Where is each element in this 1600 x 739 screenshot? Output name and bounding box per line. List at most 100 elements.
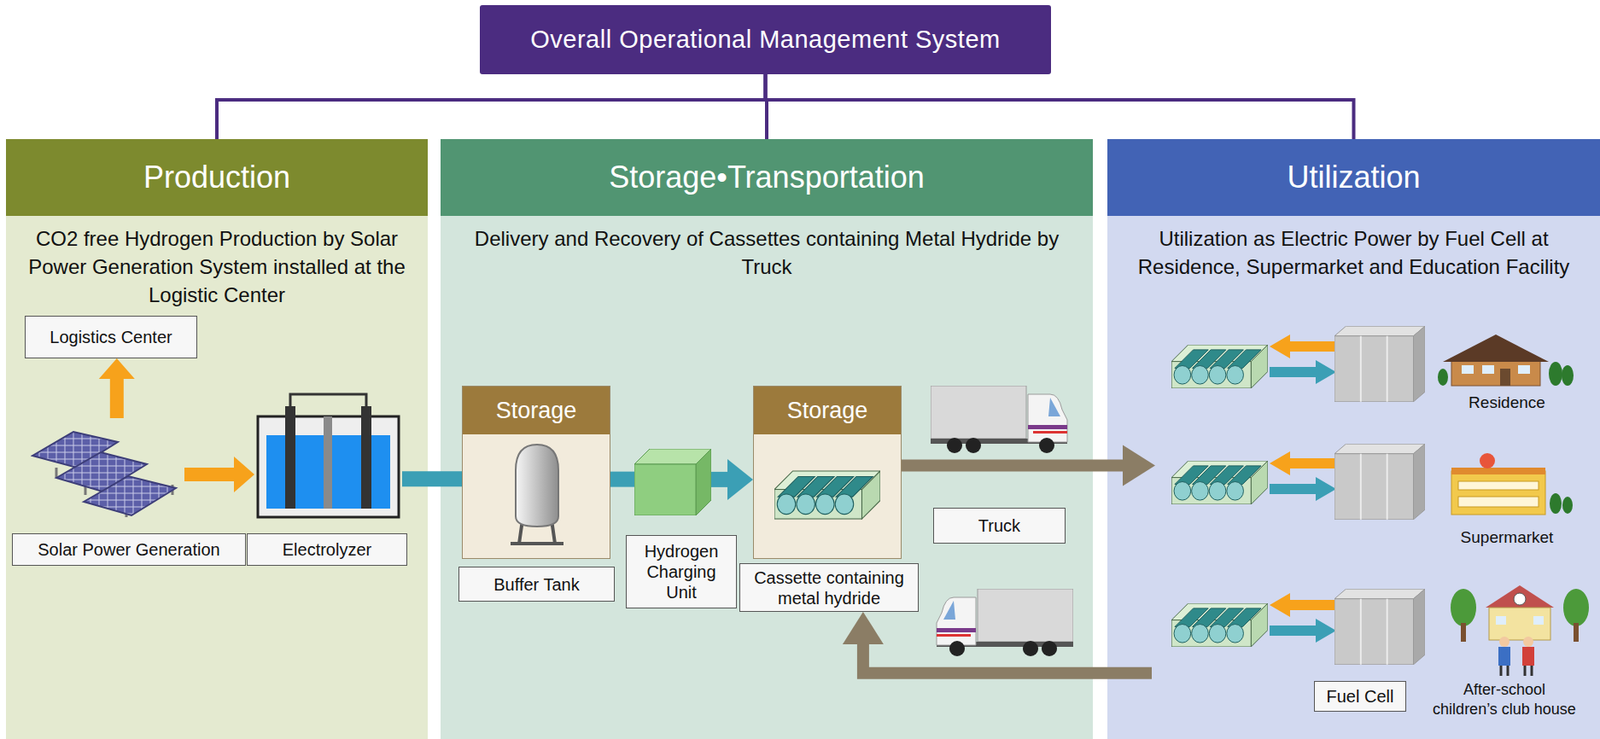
solar-node: Solar Power Generation [11, 408, 246, 567]
arrow-head [233, 456, 255, 493]
illustration-part [1442, 334, 1549, 363]
illustration-part [1461, 365, 1474, 374]
illustration-part [1334, 589, 1425, 666]
illustration-part [936, 589, 1074, 657]
illustration-part [1562, 496, 1573, 514]
storage-box: Storage [461, 385, 611, 560]
label-box: Cassette containing metal hydride [739, 563, 919, 613]
illustration-part [1563, 589, 1589, 627]
illustration-part [1171, 461, 1268, 505]
illustration-part [1523, 636, 1534, 648]
illustration-part [1450, 589, 1477, 627]
connector-line [765, 74, 1355, 140]
utilization-row [1171, 326, 1425, 666]
residence-picture [1437, 334, 1574, 386]
box-label: Logistics Center [44, 324, 177, 351]
picture-label: Hydrogen Charging Unit [625, 535, 737, 609]
illustration-part [1437, 368, 1449, 386]
illustration-part [1522, 647, 1535, 666]
connector [842, 612, 1152, 674]
illustration-part [1548, 362, 1563, 386]
connector [402, 478, 462, 480]
connector [901, 444, 1156, 486]
connector [610, 478, 635, 480]
connector-line [402, 471, 462, 487]
label-box: Buffer Tank [458, 566, 615, 602]
clubhouse-picture [1450, 585, 1589, 677]
illustration-part [1561, 365, 1574, 386]
truck-picture [936, 589, 1074, 657]
illustration-part [1533, 616, 1544, 625]
illustration-part [361, 406, 372, 509]
label-box: Fuel Cell [1313, 681, 1407, 713]
illustration-part [83, 476, 176, 516]
management-title: Overall Operational Management System [530, 25, 1000, 54]
illustration-part [1495, 616, 1507, 625]
illustration-part [1269, 451, 1337, 502]
connector [711, 459, 754, 501]
illustration-part [1460, 623, 1466, 643]
illustration-part [930, 385, 1068, 454]
connector-line [901, 459, 1124, 472]
illustration-part [323, 416, 333, 509]
illustration-part [1479, 453, 1495, 469]
buffer-tank-picture [462, 434, 610, 559]
illustration-part [1269, 593, 1337, 643]
illustration-part [1498, 647, 1511, 666]
illustration-part [1524, 665, 1532, 677]
illustration-part [1171, 603, 1268, 648]
panel-description: CO2 free Hydrogen Production by Solar Po… [5, 224, 428, 310]
electrolyzer-picture [254, 391, 403, 521]
panel-heading: Storage•Transportation [440, 139, 1093, 217]
illustration-part [1334, 326, 1425, 403]
arrow-head [842, 612, 884, 645]
connector-line [610, 472, 635, 488]
connector-line [110, 378, 124, 419]
illustration-part [1518, 365, 1530, 374]
panel-description: Utilization as Electric Power by Fuel Ce… [1107, 224, 1600, 281]
charging-unit-node: Hydrogen Charging Unit [625, 443, 737, 619]
box-label: Cassette containing metal hydride [740, 565, 918, 612]
illustration-part [1489, 607, 1551, 641]
connector [765, 74, 1355, 140]
panel-description: Delivery and Recovery of Cassettes conta… [440, 224, 1093, 281]
management-box: Overall Operational Management System [479, 5, 1052, 75]
illustration-part [695, 449, 712, 516]
supermarket-picture [1451, 453, 1573, 515]
picture-label: Electrolyzer [246, 533, 408, 567]
arrow-head [99, 358, 135, 380]
arrow-head [1122, 444, 1156, 486]
illustration-part [1451, 471, 1546, 515]
label-box: Truck [933, 508, 1066, 544]
panel-heading: Production [5, 139, 428, 217]
illustration-part [1269, 334, 1337, 385]
connector [216, 74, 766, 140]
panel-heading: Utilization [1107, 139, 1600, 217]
illustration-part [1500, 665, 1508, 677]
picture-caption: Residence [1421, 392, 1593, 415]
cassette-picture [753, 434, 901, 559]
picture-caption: After-school children’s club house [1430, 680, 1578, 721]
picture-label: Solar Power Generation [11, 533, 246, 567]
illustration-part [774, 471, 881, 520]
illustration-part [1451, 467, 1546, 475]
illustration-part [1334, 443, 1425, 520]
illustration-part [634, 464, 696, 516]
connector-line [216, 74, 766, 140]
illustration-part [1485, 585, 1554, 608]
illustration-part [1513, 593, 1526, 606]
connector-line [711, 472, 729, 488]
illustration-part [1573, 623, 1579, 643]
label-box: Logistics Center [24, 315, 198, 359]
illustration-part [510, 542, 564, 546]
storage-heading: Storage [753, 386, 901, 435]
illustration-part [257, 416, 399, 518]
connector-line [184, 467, 235, 482]
illustration-part [515, 444, 559, 527]
illustration-part [1458, 496, 1539, 508]
storage-heading: Storage [462, 386, 610, 435]
illustration-part [1458, 481, 1539, 491]
electrolyzer-node: Electrolyzer [246, 384, 408, 567]
